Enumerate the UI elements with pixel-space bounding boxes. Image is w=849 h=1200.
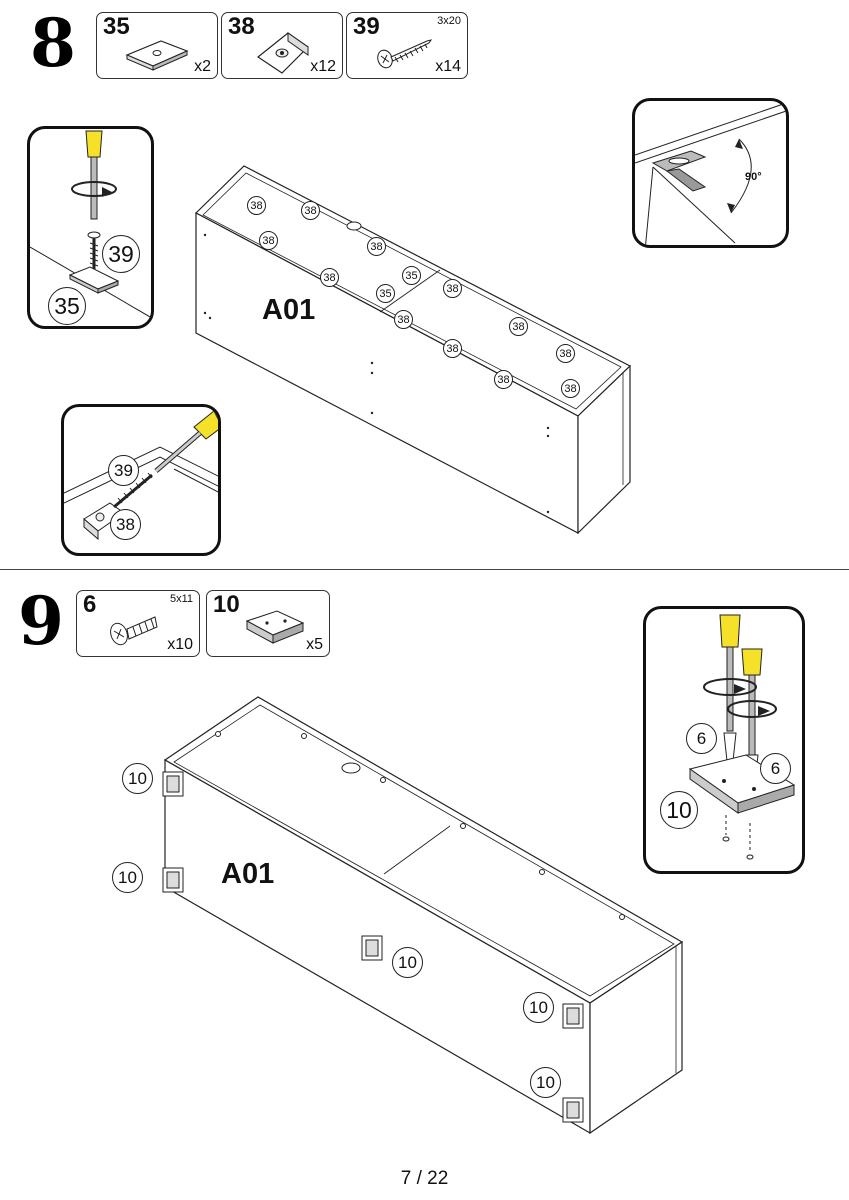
callout-10: 10 <box>660 791 698 829</box>
part-quantity: x5 <box>306 636 323 653</box>
callout-38: 38 <box>110 509 141 540</box>
step-number: 8 <box>30 4 76 82</box>
connector-plate-icon <box>125 40 189 71</box>
callout-39: 39 <box>108 455 139 486</box>
part-box-6: 6 5x11 x10 <box>76 590 200 657</box>
euro-screw-icon <box>110 616 158 646</box>
callout-35: 35 <box>48 287 86 325</box>
part-box-38: 38 x12 <box>221 12 343 79</box>
callout-10: 10 <box>112 862 143 893</box>
part-box-10: 10 x5 <box>206 590 330 657</box>
corner-block-icon <box>256 32 309 74</box>
callout-10: 10 <box>530 1067 561 1098</box>
callout-10: 10 <box>523 992 554 1023</box>
part-quantity: x14 <box>435 58 461 75</box>
page-number: 7 / 22 <box>400 1168 449 1189</box>
step-number: 9 <box>18 582 64 660</box>
callout-35: 35 <box>376 284 395 303</box>
screw-block-illustration <box>64 410 218 541</box>
part-box-39: 39 3x20 x14 <box>346 12 468 79</box>
foot-pad-icon <box>245 610 305 644</box>
callout-38: 38 <box>301 201 320 220</box>
callout-38: 38 <box>561 379 580 398</box>
callout-10: 10 <box>122 763 153 794</box>
callout-35: 35 <box>402 266 421 285</box>
callout-38: 38 <box>556 344 575 363</box>
panel-label-a01: A01 <box>221 858 275 890</box>
part-quantity: x12 <box>310 58 336 75</box>
cabinet-a01-step8 <box>194 165 632 535</box>
part-box-35: 35 x2 <box>96 12 218 79</box>
detail-foot-screws: 6 6 10 <box>643 606 805 874</box>
callout-6: 6 <box>760 753 791 784</box>
callout-39: 39 <box>102 235 140 273</box>
detail-corner-90: 90° <box>632 98 789 248</box>
screw-plate-illustration <box>30 130 151 319</box>
callout-38: 38 <box>509 317 528 336</box>
callout-38: 38 <box>367 237 386 256</box>
callout-38: 38 <box>320 268 339 287</box>
callout-38: 38 <box>494 370 513 389</box>
part-id: 10 <box>213 591 240 618</box>
callout-10: 10 <box>392 947 423 978</box>
panel-label-a01: A01 <box>262 294 316 326</box>
callout-38: 38 <box>259 231 278 250</box>
section-divider <box>0 569 849 570</box>
corner-plate-illustration <box>635 102 786 245</box>
callout-38: 38 <box>443 279 462 298</box>
part-id: 6 <box>83 591 97 618</box>
detail-screw-block: 39 38 <box>61 404 221 556</box>
part-size: 3x20 <box>437 15 461 27</box>
foot-screws-illustration <box>688 614 796 860</box>
part-quantity: x10 <box>167 636 193 653</box>
callout-38: 38 <box>247 196 266 215</box>
callout-38: 38 <box>394 310 413 329</box>
part-size: 5x11 <box>169 593 193 605</box>
part-quantity: x2 <box>194 58 211 75</box>
callout-6: 6 <box>686 723 717 754</box>
angle-label: 90° <box>745 171 762 183</box>
part-id: 38 <box>228 13 255 40</box>
callout-38: 38 <box>443 339 462 358</box>
detail-screw-plate: 39 35 <box>27 126 154 329</box>
screw-icon <box>377 39 433 69</box>
part-id: 39 <box>353 13 380 40</box>
part-id: 35 <box>103 13 130 40</box>
